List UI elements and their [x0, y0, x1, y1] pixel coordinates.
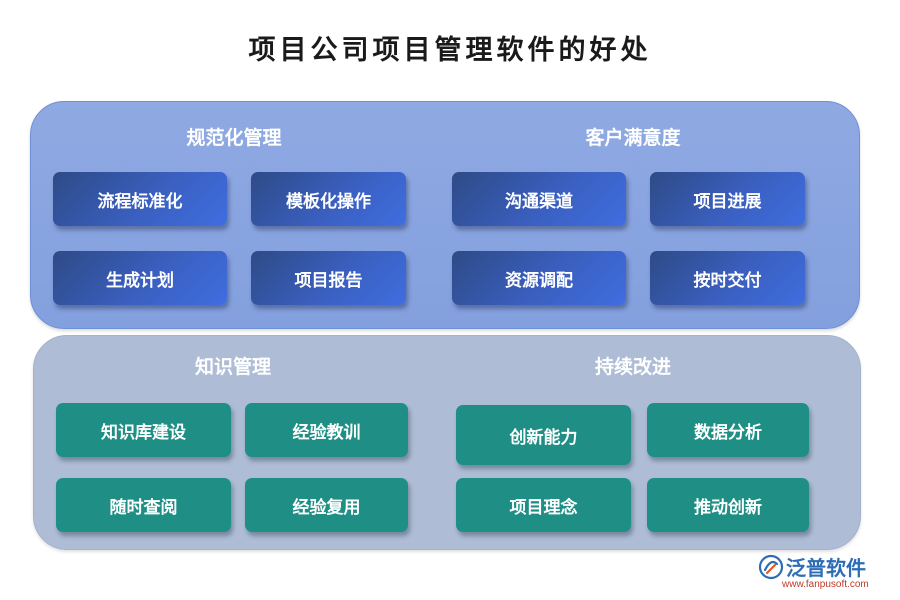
item-resource-allocation: 资源调配 [452, 251, 626, 305]
item-communication-channel: 沟通渠道 [452, 172, 626, 226]
logo-url: www.fanpusoft.com [782, 579, 869, 590]
item-lessons-learned: 经验教训 [245, 403, 408, 457]
section-title-standardized-management: 规范化管理 [186, 127, 282, 149]
item-on-time-delivery: 按时交付 [650, 251, 805, 305]
item-data-analysis: 数据分析 [647, 403, 809, 457]
logo-name: 泛普软件 [786, 556, 866, 580]
section-title-knowledge-management: 知识管理 [194, 356, 272, 378]
item-knowledge-base: 知识库建设 [56, 403, 231, 457]
item-generate-plan: 生成计划 [53, 251, 227, 305]
item-drive-innovation: 推动创新 [647, 478, 809, 532]
item-anytime-access: 随时查阅 [56, 478, 231, 532]
section-title-continuous-improvement: 持续改进 [594, 356, 672, 378]
page-title: 项目公司项目管理软件的好处 [248, 35, 652, 66]
item-project-report: 项目报告 [251, 251, 406, 305]
item-process-standardization: 流程标准化 [53, 172, 227, 226]
item-innovation-ability: 创新能力 [456, 405, 631, 465]
item-experience-reuse: 经验复用 [245, 478, 408, 532]
fanpu-logo-icon [758, 554, 784, 580]
item-project-progress: 项目进展 [650, 172, 805, 226]
item-project-concept: 项目理念 [456, 478, 631, 532]
fanpu-logo: 泛普软件 www.fanpusoft.com [758, 552, 888, 596]
section-title-customer-satisfaction: 客户满意度 [585, 127, 681, 149]
item-template-operation: 模板化操作 [251, 172, 406, 226]
